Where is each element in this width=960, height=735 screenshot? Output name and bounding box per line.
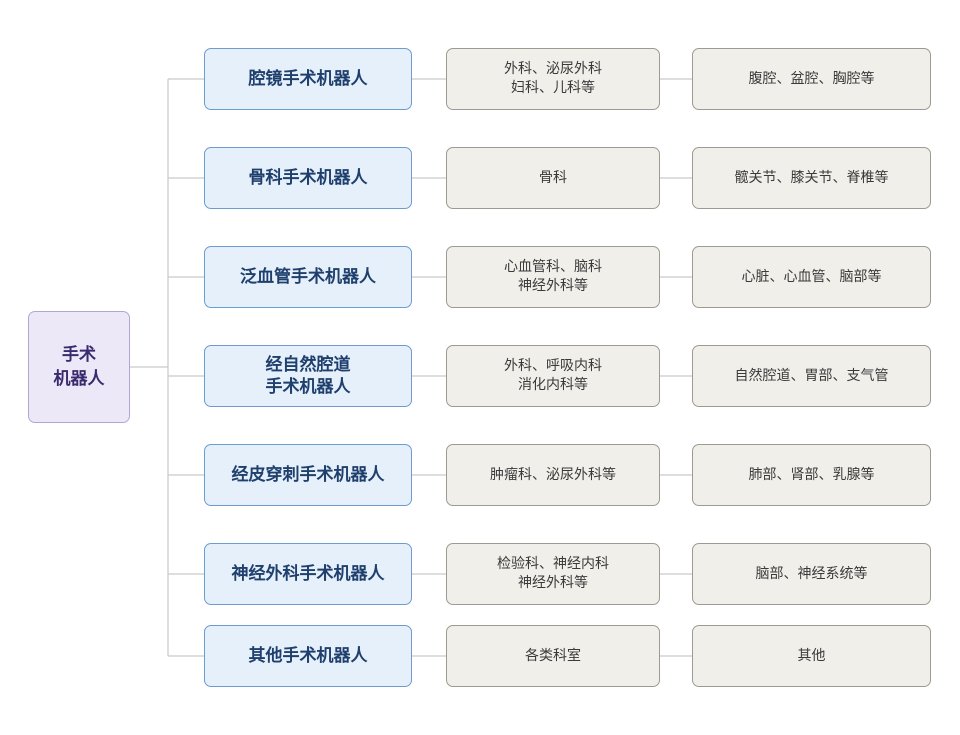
category-node-percutaneous: 经皮穿刺手术机器人 (204, 444, 412, 506)
department-node-neurosurgery: 检验科、神经内科 神经外科等 (446, 543, 660, 605)
category-node-other: 其他手术机器人 (204, 625, 412, 687)
department-node-other: 各类科室 (446, 625, 660, 687)
root-node: 手术 机器人 (28, 311, 130, 423)
department-node-orthopedic: 骨科 (446, 147, 660, 209)
site-node-vascular: 心脏、心血管、脑部等 (692, 246, 931, 308)
site-node-laparoscopic: 腹腔、盆腔、胸腔等 (692, 48, 931, 110)
site-node-neurosurgery: 脑部、神经系统等 (692, 543, 931, 605)
category-node-natural-orifice: 经自然腔道 手术机器人 (204, 345, 412, 407)
site-node-other: 其他 (692, 625, 931, 687)
site-node-natural-orifice: 自然腔道、胃部、支气管 (692, 345, 931, 407)
site-node-percutaneous: 肺部、肾部、乳腺等 (692, 444, 931, 506)
site-node-orthopedic: 髋关节、膝关节、脊椎等 (692, 147, 931, 209)
department-node-natural-orifice: 外科、呼吸内科 消化内科等 (446, 345, 660, 407)
category-node-orthopedic: 骨科手术机器人 (204, 147, 412, 209)
department-node-percutaneous: 肿瘤科、泌尿外科等 (446, 444, 660, 506)
department-node-vascular: 心血管科、脑科 神经外科等 (446, 246, 660, 308)
category-node-neurosurgery: 神经外科手术机器人 (204, 543, 412, 605)
department-node-laparoscopic: 外科、泌尿外科 妇科、儿科等 (446, 48, 660, 110)
category-node-vascular: 泛血管手术机器人 (204, 246, 412, 308)
category-node-laparoscopic: 腔镜手术机器人 (204, 48, 412, 110)
